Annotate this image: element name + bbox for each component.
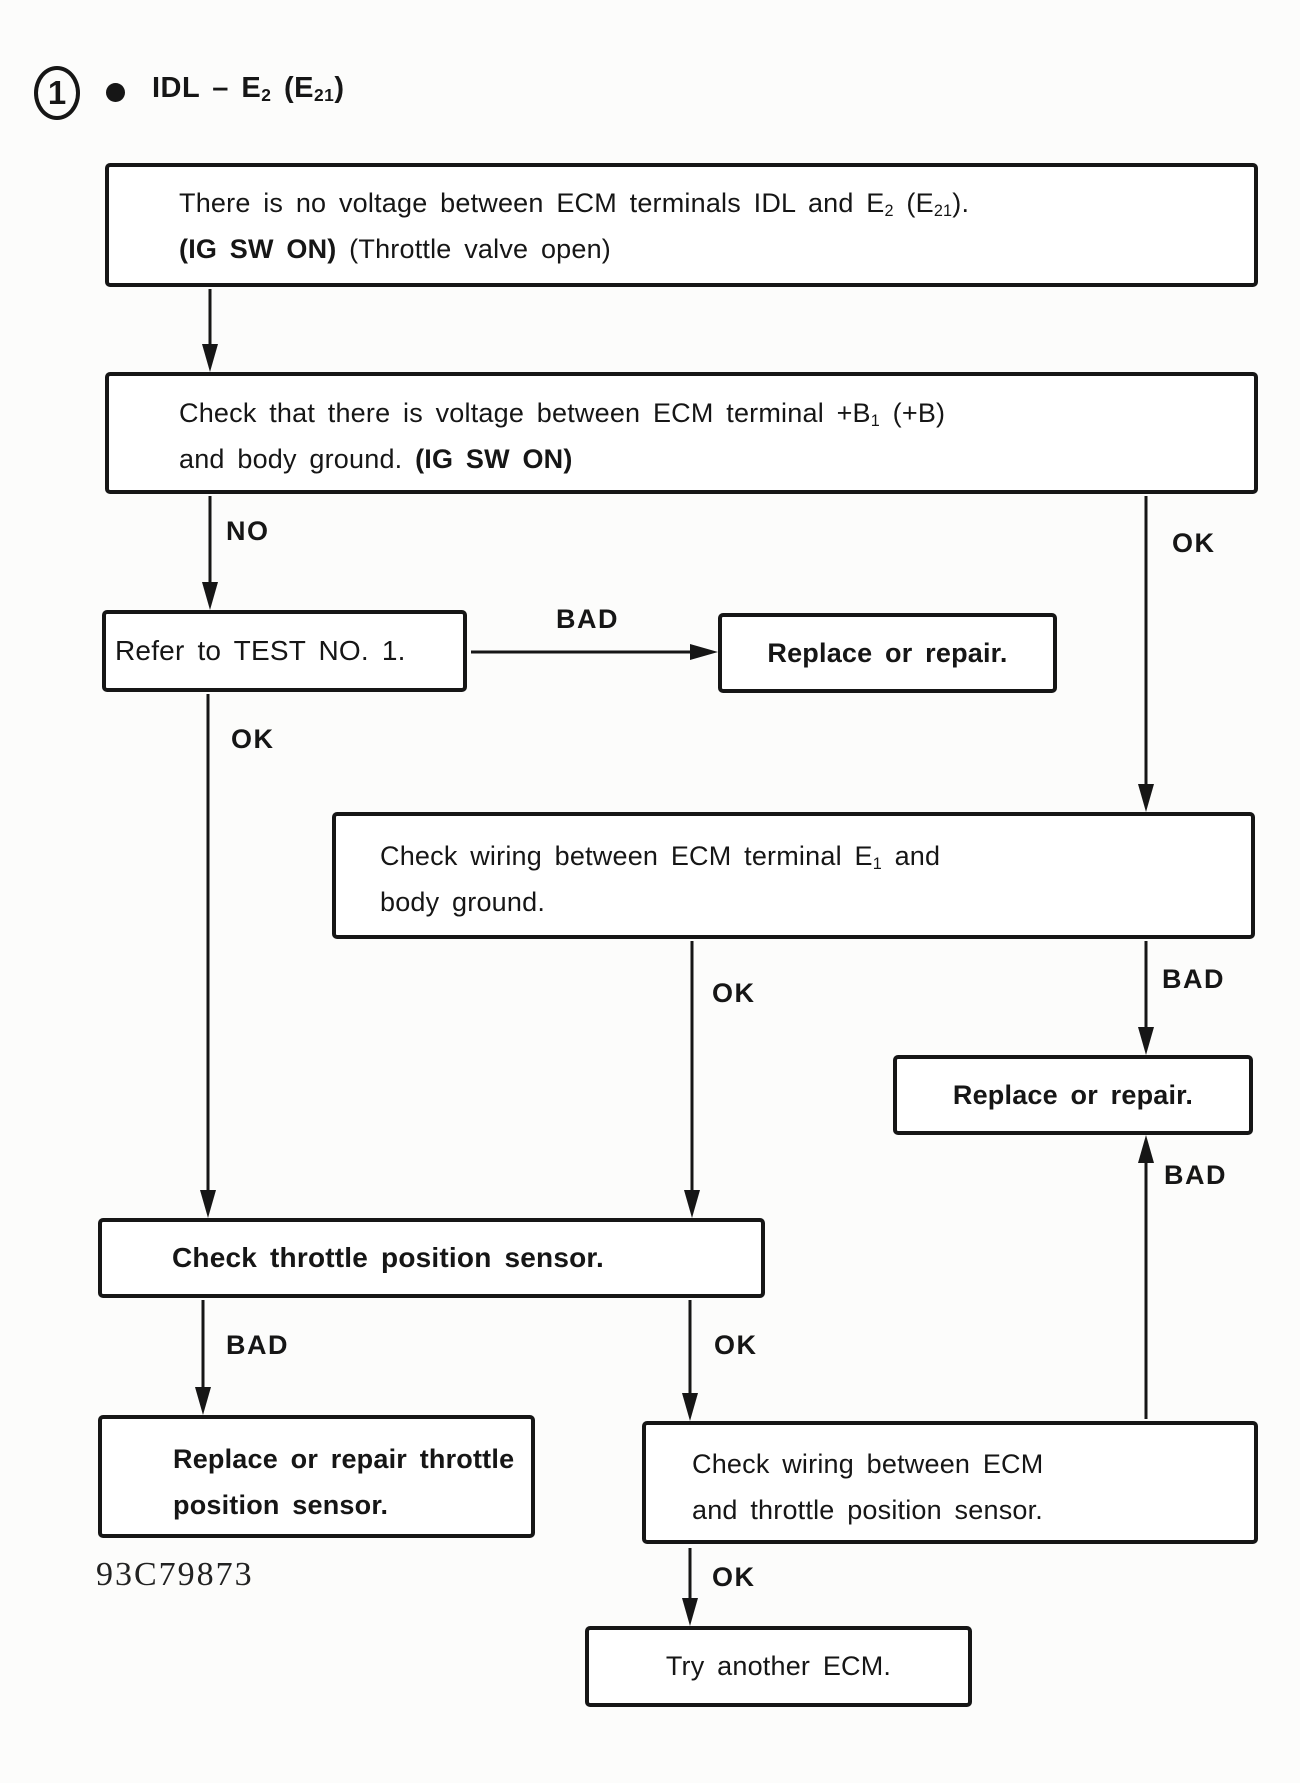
node-text-line: Replace or repair. — [767, 637, 1008, 668]
connector-ok-wiring-to-tryecm — [682, 1548, 698, 1626]
node-text-line: Replace or repair. — [952, 1079, 1194, 1110]
branch-label-ok-wiring: OK — [712, 1562, 756, 1592]
branch-label-bad-refer: BAD — [556, 604, 619, 634]
connector-bad-up-to-replace — [1138, 1135, 1154, 1419]
node-refer-test: Refer to TEST NO. 1. — [102, 610, 467, 692]
connector-ok-tps-to-checkwiring — [682, 1300, 698, 1421]
connector-ok-refer-to-checktps — [200, 694, 216, 1218]
connector-bad-tps-to-replacetps — [195, 1300, 211, 1415]
node-replace-tps: Replace or repair throttle position sens… — [98, 1415, 535, 1538]
node-text-line: position sensor. — [173, 1490, 389, 1520]
branch-label-no: NO — [226, 516, 270, 546]
node-text-line: Check wiring between ECM — [692, 1449, 1044, 1479]
branch-label-ok-tps: OK — [714, 1330, 758, 1360]
node-text-line: Check that there is voltage between ECM … — [179, 398, 946, 430]
branch-label-bad-up: BAD — [1164, 1160, 1227, 1190]
connector-no-branch — [202, 496, 218, 610]
node-check-tps: Check throttle position sensor. — [98, 1218, 765, 1298]
branch-label-bad-tps: BAD — [226, 1330, 289, 1360]
branch-label-ok-right: OK — [1172, 528, 1216, 558]
page-title: IDL – E2 (E21) — [152, 72, 345, 106]
node-text-line: Check throttle position sensor. — [172, 1242, 604, 1273]
node-text-line: and body ground. (IG SW ON) — [179, 444, 573, 474]
branch-label-ok-e1: OK — [712, 978, 756, 1008]
branch-label-bad-e1: BAD — [1162, 964, 1225, 994]
node-check-plus-b: Check that there is voltage between ECM … — [105, 372, 1258, 494]
connector-ok-e1-to-checktps — [684, 941, 700, 1218]
node-text-line: Refer to TEST NO. 1. — [115, 635, 406, 666]
connector-bad-refer-to-replace — [471, 644, 718, 660]
document-code: 93C79873 — [96, 1556, 254, 1593]
node-text-line: and throttle position sensor. — [692, 1495, 1044, 1525]
node-text-line: There is no voltage between ECM terminal… — [179, 188, 970, 220]
branch-label-ok-refer: OK — [231, 724, 275, 754]
node-replace-repair-top: Replace or repair. — [718, 613, 1057, 693]
node-text-line: body ground. — [380, 887, 546, 917]
connector-ok-right-branch — [1138, 496, 1154, 812]
node-text-line: Check wiring between ECM terminal E1 and — [380, 841, 941, 873]
step-number-badge: 1 — [34, 66, 80, 120]
node-try-ecm: Try another ECM. — [585, 1626, 972, 1707]
connector-problem-to-checkb — [202, 289, 218, 372]
node-text-line: (IG SW ON) (Throttle valve open) — [179, 234, 612, 264]
connector-bad-e1-to-replace — [1138, 941, 1154, 1055]
node-replace-repair-right: Replace or repair. — [893, 1055, 1253, 1135]
node-check-wiring-ecm-tps: Check wiring between ECM and throttle po… — [642, 1421, 1258, 1544]
node-problem: There is no voltage between ECM terminal… — [105, 163, 1258, 287]
bullet-icon — [106, 83, 125, 102]
node-text-line: Try another ECM. — [665, 1651, 892, 1681]
step-number: 1 — [47, 74, 67, 111]
node-text-line: Replace or repair throttle — [173, 1444, 515, 1474]
node-check-e1-wiring: Check wiring between ECM terminal E1 and… — [332, 812, 1255, 939]
